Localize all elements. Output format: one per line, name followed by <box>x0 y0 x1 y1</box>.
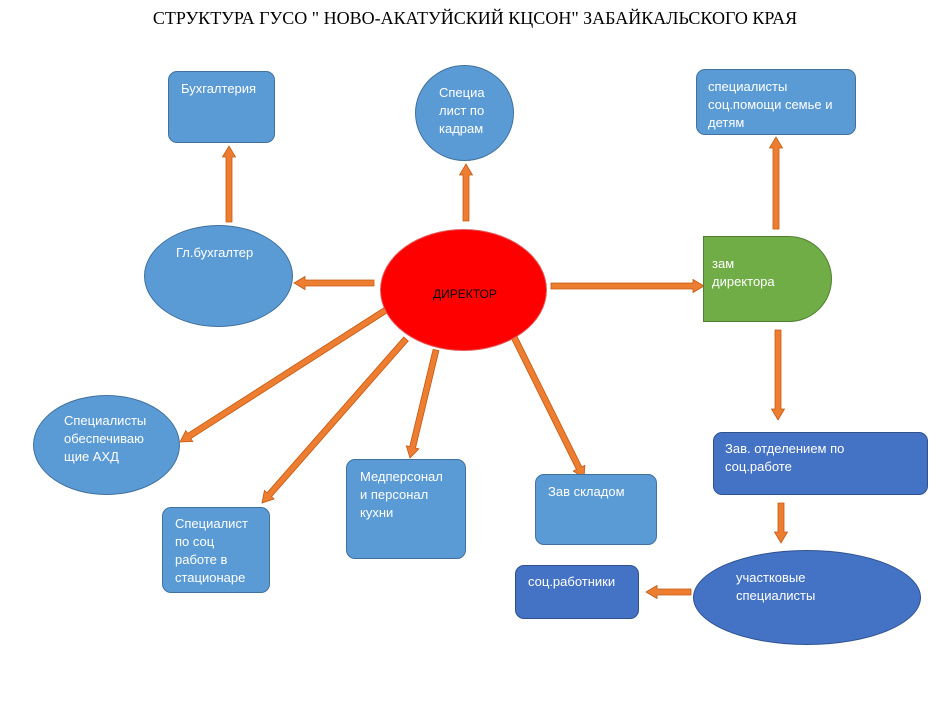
inpatient-specialist-label: Специалист по соц работе в стационаре <box>175 516 248 585</box>
arrow-to-social-work-head <box>770 329 786 421</box>
district-specialists-label: участковые специалисты <box>736 570 816 603</box>
arrow-to-warehouse <box>510 335 586 479</box>
ahd-specialists-label: Специалисты обеспечиваю щие АХД <box>64 413 147 464</box>
hr-specialist-node: Специа лист по кадрам <box>415 65 514 161</box>
chief-accountant-node: Гл.бухгалтер <box>144 225 293 327</box>
arrow-to-ahd-specialists <box>179 306 389 443</box>
arrow-to-social-workers <box>645 584 692 600</box>
chief-accountant-label: Гл.бухгалтер <box>176 245 254 260</box>
director-label: ДИРЕКТОР <box>433 287 497 301</box>
arrow-to-accounting <box>221 145 237 223</box>
hr-specialist-label: Специа лист по кадрам <box>439 85 485 136</box>
family-specialists-node: специалисты соц.помощи семье и детям <box>696 69 856 135</box>
ahd-specialists-node: Специалисты обеспечиваю щие АХД <box>33 395 180 495</box>
inpatient-specialist-node: Специалист по соц работе в стационаре <box>162 507 270 593</box>
district-specialists-node: участковые специалисты <box>693 550 921 645</box>
deputy-director-node: зам директора <box>703 236 832 322</box>
warehouse-head-label: Зав складом <box>548 484 625 499</box>
arrow-to-chief-accountant <box>293 275 375 291</box>
arrow-to-family-specialists <box>768 136 784 230</box>
arrow-to-hr <box>458 163 474 222</box>
social-workers-label: соц.работники <box>528 574 616 589</box>
accounting-node: Бухгалтерия <box>168 71 275 143</box>
arrow-to-deputy <box>550 278 705 294</box>
family-specialists-label: специалисты соц.помощи семье и детям <box>708 79 833 130</box>
director-node: ДИРЕКТОР <box>380 229 547 351</box>
deputy-director-label: зам директора <box>712 256 775 289</box>
warehouse-head-node: Зав складом <box>535 474 657 545</box>
social-work-head-node: Зав. отделением по соц.работе <box>713 432 928 495</box>
medical-staff-node: Медперсонал и персонал кухни <box>346 459 466 559</box>
arrow-to-inpatient-specialist <box>261 336 409 504</box>
medical-staff-label: Медперсонал и персонал кухни <box>360 469 443 520</box>
arrow-to-medical-staff <box>405 348 440 459</box>
arrow-to-district-specialists <box>773 502 789 544</box>
accounting-label: Бухгалтерия <box>181 81 257 96</box>
social-workers-node: соц.работники <box>515 565 639 619</box>
chart-title: СТРУКТУРА ГУСО " НОВО-АКАТУЙСКИЙ КЦСОН" … <box>152 8 798 28</box>
social-work-head-label: Зав. отделением по соц.работе <box>725 441 845 474</box>
